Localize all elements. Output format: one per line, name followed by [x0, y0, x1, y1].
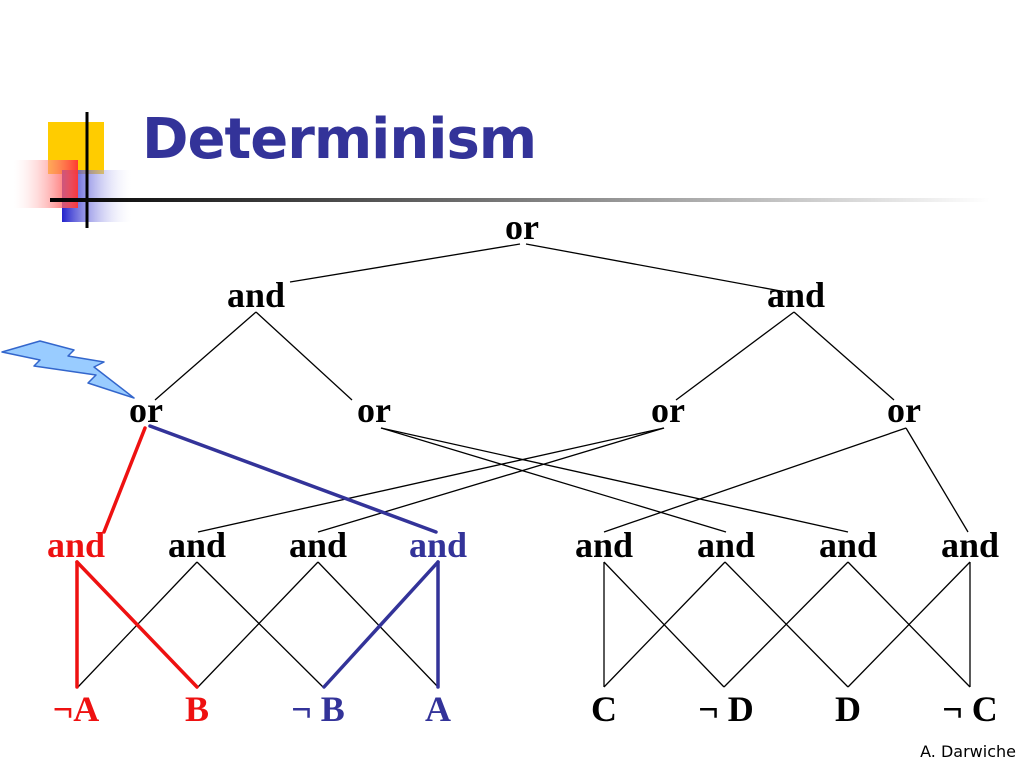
node-or-2: or	[357, 390, 391, 430]
node-and-8: and	[941, 525, 999, 565]
node-or-3: or	[651, 390, 685, 430]
edge	[723, 561, 849, 688]
node-and-2: and	[168, 525, 226, 565]
edge	[675, 311, 795, 401]
edge	[197, 427, 665, 533]
node-and-3: and	[289, 525, 347, 565]
lightning-bolt-icon	[1, 340, 135, 399]
node-and-4: and	[409, 525, 467, 565]
node-or-root: or	[505, 207, 539, 247]
literal-b: B	[185, 689, 209, 729]
diagram-edges	[77, 243, 971, 688]
slide-title: Determinism	[142, 107, 537, 172]
edge-blue	[148, 424, 438, 534]
literal-d: D	[835, 689, 861, 729]
edge	[603, 427, 907, 533]
edge	[154, 311, 257, 401]
title-rule	[50, 198, 990, 202]
edge	[317, 561, 439, 688]
edge	[380, 427, 849, 533]
edge	[793, 311, 895, 401]
node-or-1: or	[129, 390, 163, 430]
highlight-blue-path	[148, 424, 440, 689]
node-or-4: or	[887, 390, 921, 430]
author-footer: A. Darwiche	[920, 742, 1016, 761]
node-and-right: and	[767, 275, 825, 315]
edge	[196, 561, 324, 688]
edge-red	[75, 560, 199, 689]
node-and-left: and	[227, 275, 285, 315]
edge	[847, 561, 971, 688]
edge	[525, 243, 787, 293]
node-and-5: and	[575, 525, 633, 565]
literal-c: C	[591, 689, 617, 729]
edge	[317, 427, 665, 533]
edge-red	[102, 426, 147, 534]
edge	[380, 427, 727, 533]
node-and-7: and	[819, 525, 877, 565]
edge	[255, 311, 353, 401]
title-decoration	[14, 112, 990, 228]
edge-blue	[322, 560, 440, 689]
edge	[905, 427, 969, 533]
highlight-red-path	[75, 426, 199, 689]
node-and-1: and	[47, 525, 105, 565]
literal-not-b: ¬ B	[291, 689, 345, 729]
node-and-6: and	[697, 525, 755, 565]
literal-not-d: ¬ D	[698, 689, 754, 729]
literal-a: A	[425, 689, 451, 729]
literal-not-c: ¬ C	[942, 689, 998, 729]
edge	[603, 561, 726, 688]
literal-not-a: ¬A	[53, 689, 100, 729]
edge	[289, 243, 521, 283]
edge	[197, 561, 319, 688]
